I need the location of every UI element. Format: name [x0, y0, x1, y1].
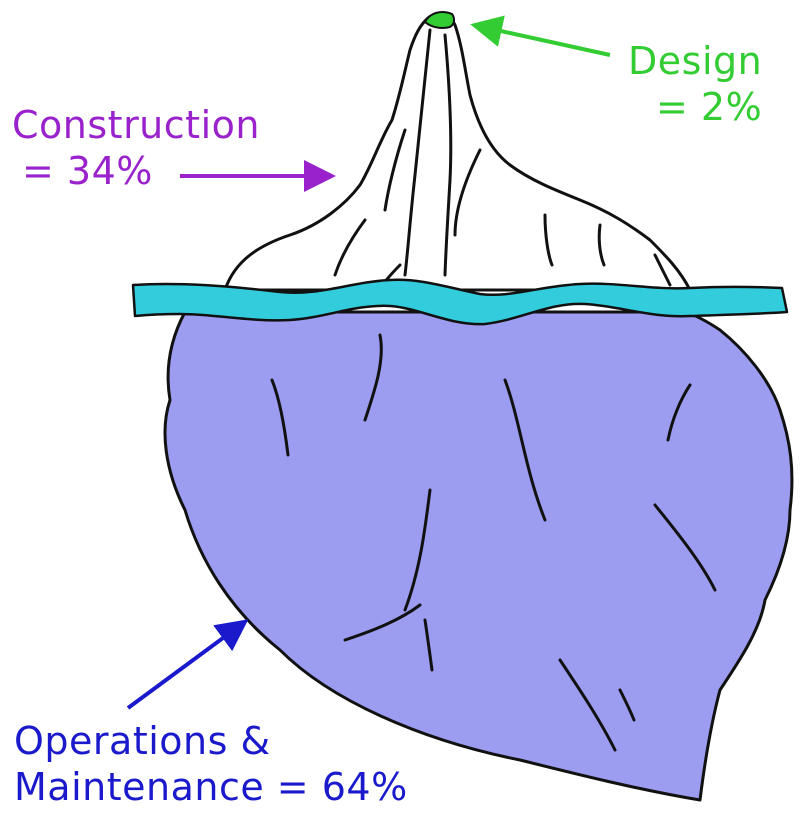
design-label-line2: = 2% — [656, 85, 763, 129]
operations-arrow — [126, 619, 249, 710]
design-arrow — [470, 15, 611, 57]
construction-label-line2: = 34% — [22, 149, 153, 193]
construction-label-line1: Construction — [12, 103, 260, 147]
design-tip — [423, 11, 456, 29]
iceberg-above-water — [223, 13, 692, 292]
water-line — [131, 278, 789, 326]
design-label-line1: Design — [628, 39, 763, 83]
operations-label-line2: Maintenance = 64% — [14, 765, 408, 809]
iceberg-underwater — [163, 310, 794, 802]
underwater-cracks — [270, 333, 717, 752]
above-water-cracks — [333, 28, 672, 292]
operations-label-line1: Operations & — [14, 719, 271, 763]
operations-maintenance-label: Operations & Maintenance = 64% — [14, 718, 408, 810]
design-label: Design = 2% — [628, 38, 762, 130]
construction-label: Construction = 34% — [12, 102, 260, 194]
